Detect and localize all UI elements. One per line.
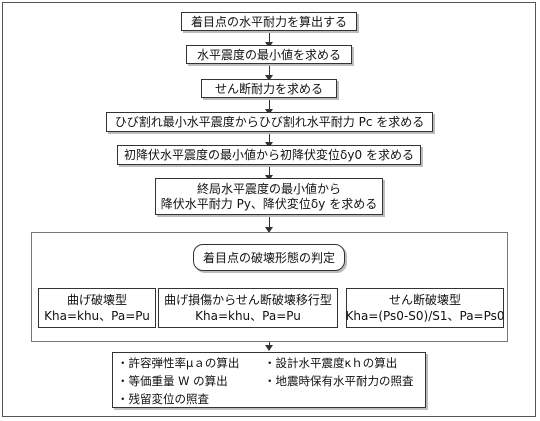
step-label: ひび割れ最小水平震度からひび割れ水平耐力 Pc を求める	[114, 115, 425, 129]
check-item-allowable-ductility: ・許容弾性率μａの算出	[117, 356, 240, 370]
connector-line	[269, 215, 270, 231]
step-label: せん断耐力を求める	[214, 81, 323, 96]
mode-name: 曲げ損傷からせん断破壊移行型	[164, 293, 332, 307]
check-item-equivalent-weight: ・等価重量 W の算出	[117, 374, 228, 388]
mode-formula: Kha=khu、Pa=Pu	[44, 309, 150, 323]
mode-formula: Kha=(Ps0-S0)/S1、Pa=Ps0	[345, 309, 505, 323]
step-label-line2: 降伏水平耐力 Py、降伏変位δy を求める	[160, 196, 378, 211]
mode-formula: Kha=khu、Pa=Pu	[195, 309, 301, 323]
step-initial-yield-displacement: 初降伏水平震度の最小値から初降伏変位δy0 を求める	[117, 145, 421, 165]
failure-mode-judgement-title: 着目点の破壊形態の判定	[193, 244, 345, 271]
mode-flexural-failure: 曲げ破壊型 Kha=khu、Pa=Pu	[38, 288, 156, 328]
mode-shear-failure: せん断破壊型 Kha=(Ps0-S0)/S1、Pa=Ps0	[345, 288, 505, 328]
connector-line	[269, 31, 270, 44]
step-label: 着目点の水平耐力を算出する	[190, 14, 347, 29]
mode-name: 曲げ破壊型	[66, 293, 127, 307]
final-checks-box: ・許容弾性率μａの算出 ・設計水平震度κｈの算出 ・等価重量 W の算出 ・地震…	[112, 352, 426, 408]
step-label-line1: 終局水平震度の最小値から	[196, 181, 341, 196]
connector-line	[269, 165, 270, 177]
arrow-head	[265, 345, 273, 351]
connector-line	[269, 98, 270, 111]
check-item-seismic-capacity: ・地震時保有水平耐力の照査	[264, 374, 414, 388]
step-label: 水平震度の最小値を求める	[196, 47, 341, 62]
flowchart-frame	[2, 2, 536, 417]
mode-flexure-to-shear-transition: 曲げ損傷からせん断破壊移行型 Kha=khu、Pa=Pu	[158, 288, 338, 328]
check-item-design-seismic-coefficient: ・設計水平震度κｈの算出	[264, 356, 398, 370]
step-crack-capacity: ひび割れ最小水平震度からひび割れ水平耐力 Pc を求める	[106, 112, 433, 132]
connector-line	[269, 132, 270, 144]
arrow-head	[265, 75, 273, 81]
step-shear-capacity: せん断耐力を求める	[201, 79, 337, 98]
step-calc-horizontal-capacity: 着目点の水平耐力を算出する	[181, 12, 357, 31]
step-label: 初降伏水平震度の最小値から初降伏変位δy0 を求める	[124, 148, 414, 162]
arrow-head	[265, 227, 273, 233]
step-ultimate-yield: 終局水平震度の最小値から 降伏水平耐力 Py、降伏変位δy を求める	[155, 178, 383, 215]
mode-name: せん断破壊型	[388, 293, 461, 307]
judgement-title-text: 着目点の破壊形態の判定	[202, 250, 335, 265]
check-item-residual-displacement: ・残留変位の照査	[117, 392, 209, 406]
connector-line	[269, 64, 270, 77]
step-min-seismic-coefficient: 水平震度の最小値を求める	[186, 45, 352, 64]
